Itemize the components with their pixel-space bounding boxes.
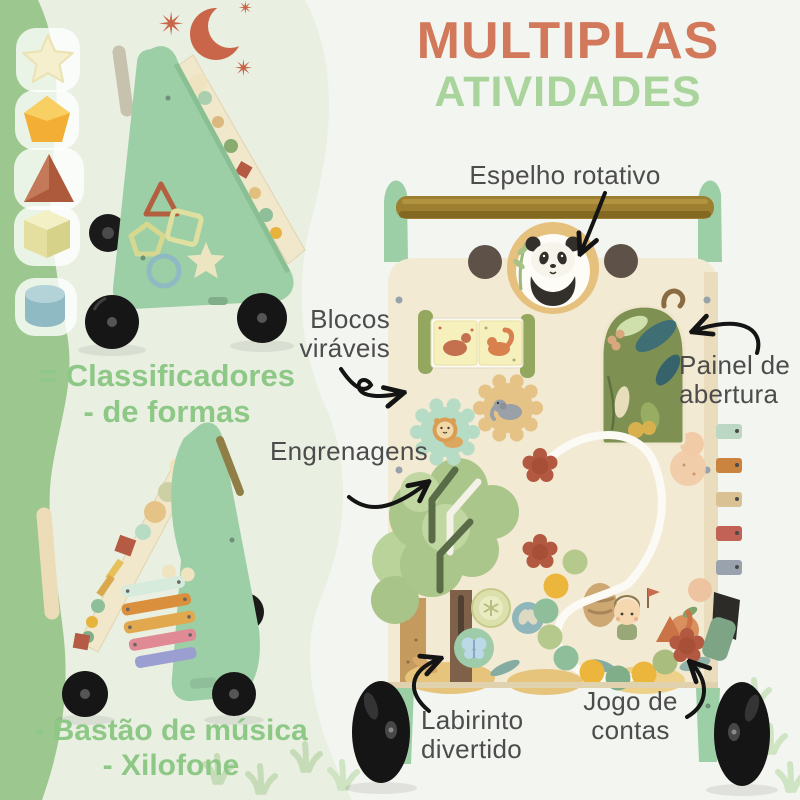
flip-block-fox <box>478 320 523 366</box>
title-line-2: ATIVIDADES <box>434 67 702 116</box>
bead-maze-wire <box>522 431 705 691</box>
gears-arrow-icon <box>347 483 427 510</box>
cube-block-icon <box>24 210 70 258</box>
star-icon: ✴ <box>238 0 254 19</box>
maze-tree <box>389 458 558 684</box>
walker-photo-shape-sorter <box>78 45 306 356</box>
shape-blocks-column <box>14 28 84 336</box>
opening-door-panel <box>600 288 686 446</box>
callout-maze-line2: divertido <box>421 734 522 765</box>
music-stick <box>36 507 60 620</box>
callout-beads-line1: Jogo de <box>583 686 678 716</box>
wire-flower-stop <box>522 448 558 482</box>
gear-elephant <box>473 374 543 442</box>
caption-shape-sorter-line1: = Classificadores <box>39 358 295 393</box>
callout-beads: Jogo de contas <box>578 686 683 746</box>
caption-music-line2: - Xilofone <box>102 748 240 782</box>
beads-arrow-icon <box>685 663 704 719</box>
caption-shape-sorter: = Classificadores - de formas <box>14 358 320 429</box>
callout-beads-line2: contas <box>591 715 670 746</box>
caption-music-line1: - Bastão de música <box>34 714 308 747</box>
walker-photo-xylophone <box>36 422 264 725</box>
xylophone <box>121 564 197 668</box>
star-block-icon <box>22 34 74 83</box>
callout-blocks: Blocos viráveis <box>278 304 390 364</box>
star-icon: ✴ <box>234 56 254 82</box>
side-knob-right <box>604 244 638 278</box>
moon-icon <box>190 4 252 60</box>
callout-maze: Labirinto divertido <box>421 705 566 765</box>
callout-maze-line1: Labirinto <box>421 705 524 735</box>
callout-blocks-line2: viráveis <box>299 333 390 364</box>
blocks-arrow-icon <box>339 367 402 396</box>
panel-arrow-icon <box>694 324 761 355</box>
wheel-right <box>714 682 770 786</box>
flip-block-deer <box>433 320 478 366</box>
mirror-arrow-icon <box>581 191 607 252</box>
wheel-left <box>352 681 410 783</box>
maze-slider-flower <box>522 534 558 568</box>
callout-mirror: Espelho rotativo <box>469 160 661 190</box>
callout-gears: Engrenagens <box>270 436 428 466</box>
title-line-1: MULTIPLAS <box>416 12 720 70</box>
maze-arrow-icon <box>412 659 439 713</box>
handle-bar <box>396 196 714 219</box>
star-icon: ✴ <box>158 5 185 43</box>
cylinder-block-icon <box>25 285 65 327</box>
caption-shape-sorter-line2: - de formas <box>83 393 251 429</box>
caption-music: - Bastão de música - Xilofone <box>2 714 340 783</box>
maze-slider-butterfly <box>454 628 494 668</box>
triangle-block-icon <box>24 154 74 202</box>
side-knob-left <box>468 245 502 279</box>
side-xylophone-edge <box>702 424 742 661</box>
rotating-mirror-panda <box>468 222 638 314</box>
wire-flower-end <box>669 628 705 662</box>
callout-blocks-line1: Blocos <box>310 304 390 334</box>
leg-right <box>696 688 720 762</box>
maze-slider-lemon <box>471 588 511 628</box>
page-title: MULTIPLAS ATIVIDADES <box>388 14 748 114</box>
pentagon-block-icon <box>24 96 70 142</box>
boy-illustration <box>614 595 640 640</box>
gear-lion <box>410 398 480 466</box>
flip-blocks <box>418 310 535 378</box>
callout-panel-line1: Painel de <box>679 350 791 380</box>
callout-panel: Painel de abertura <box>679 350 799 410</box>
callout-panel-line2: abertura <box>679 379 779 410</box>
